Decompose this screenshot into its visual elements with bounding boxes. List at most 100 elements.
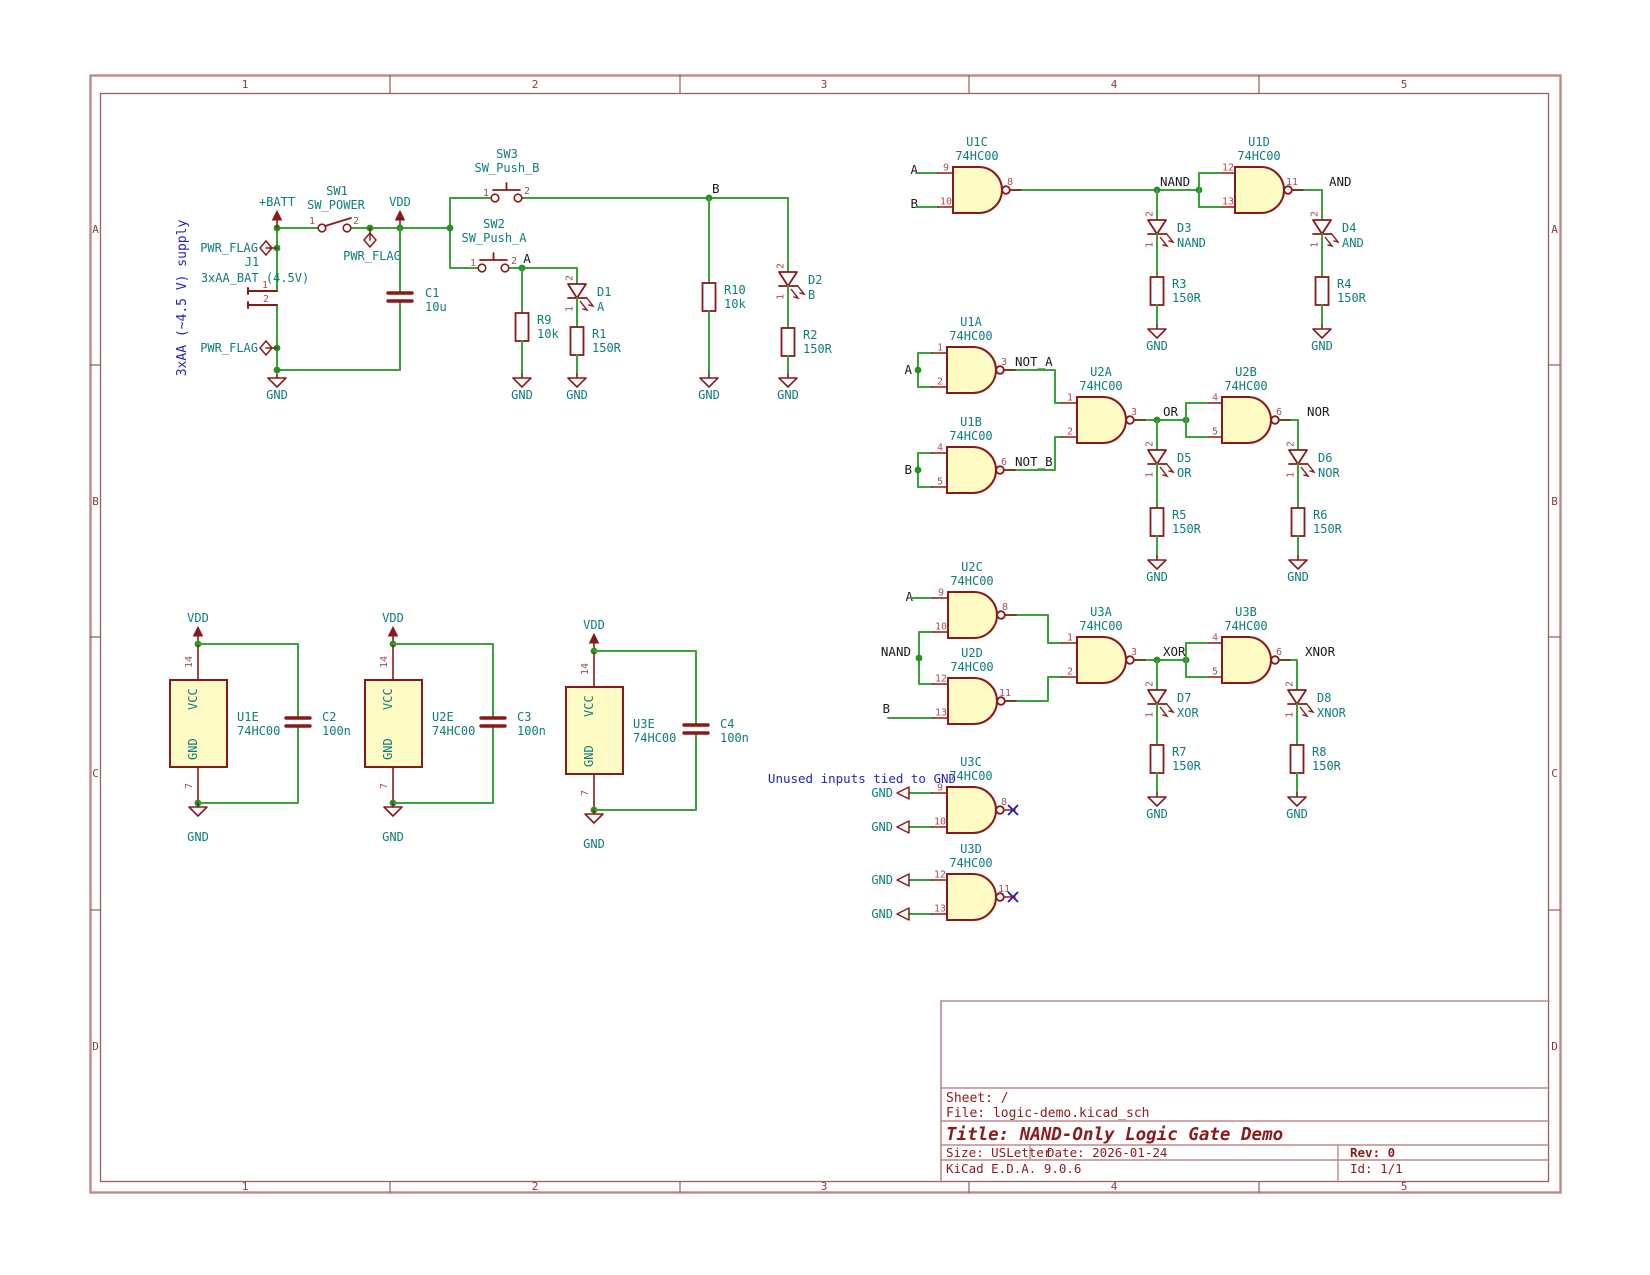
junction-dot [914, 466, 922, 474]
frame-column-label: 3 [821, 1180, 828, 1193]
pwr-flag-2[interactable]: PWR_FLAG [200, 339, 278, 357]
net-label-a[interactable]: A [904, 362, 912, 377]
value-label: 150R [1172, 291, 1202, 305]
net-label-xnor[interactable]: XNOR [1305, 644, 1336, 659]
net-label-a[interactable]: A [910, 162, 918, 177]
net-label-nor[interactable]: NOR [1307, 404, 1330, 419]
value-label: 74HC00 [633, 731, 676, 745]
net-label-and[interactable]: AND [1329, 174, 1352, 189]
pin-number: 2 [353, 216, 359, 227]
switch-pin [513, 193, 523, 203]
ref-label: SW3 [496, 147, 518, 161]
pin-number: 1 [483, 188, 489, 199]
pin-number: 12 [934, 870, 946, 881]
note-unused: Unused inputs tied to GND [768, 771, 956, 786]
net-label-or[interactable]: OR [1163, 404, 1179, 419]
gnd-arrow-symbol [896, 820, 910, 834]
vcc-pin-label: VCC [186, 688, 200, 710]
power-arrow [394, 209, 406, 221]
ref-label: U2D [961, 646, 983, 660]
net-label-b[interactable]: B [904, 462, 912, 477]
resistor-body [1289, 744, 1305, 774]
pin-number: 2 [565, 275, 576, 281]
pin-number: 1 [1067, 633, 1073, 644]
led-emission-arrows [1300, 462, 1316, 478]
net-label-nand[interactable]: NAND [881, 644, 911, 659]
pwr-flag-1[interactable]: PWR_FLAG [200, 239, 278, 257]
led-triangle [567, 283, 587, 299]
gnd-label: GND [187, 830, 209, 844]
value-label: 74HC00 [950, 574, 993, 588]
led-triangle [778, 271, 798, 287]
junction-dot [273, 366, 281, 374]
net-label-a[interactable]: A [905, 589, 913, 604]
net-label-not_b[interactable]: NOT_B [1015, 454, 1053, 469]
nand-gate-body [946, 446, 997, 494]
net-label-b[interactable]: B [910, 196, 918, 211]
frame-column-label: 1 [242, 78, 249, 91]
gnd-label: GND [1146, 570, 1168, 584]
net-label-a[interactable]: A [523, 251, 531, 266]
gnd-symbol [567, 377, 587, 388]
pin-number: 2 [1067, 667, 1073, 678]
ref-label: U1E [237, 710, 259, 724]
pin-number: 2 [776, 263, 787, 269]
value-label: 74HC00 [1224, 619, 1267, 633]
ref-label: D7 [1177, 691, 1191, 705]
switch-pin [342, 223, 352, 233]
gnd-symbol [383, 806, 403, 817]
net-label-xor[interactable]: XOR [1163, 644, 1186, 659]
ref-label: C2 [322, 710, 336, 724]
value-label: 74HC00 [1224, 379, 1267, 393]
net-label-b[interactable]: B [882, 701, 890, 716]
pin-number: 5 [1212, 427, 1218, 438]
titleblock-date: Date: 2026-01-24 [1047, 1145, 1167, 1160]
value-label: 3xAA_BAT (4.5V) [201, 271, 309, 285]
net-label-b[interactable]: B [712, 181, 720, 196]
pwr-flag-3[interactable]: PWR_FLAG [343, 227, 401, 263]
pin-number: 2 [1145, 211, 1156, 217]
gnd-label: GND [698, 388, 720, 402]
power-label: VDD [389, 195, 411, 209]
net-label-not_a[interactable]: NOT_A [1015, 354, 1053, 369]
pin-number: 2 [1285, 681, 1296, 687]
value-label: 74HC00 [237, 724, 280, 738]
net-label-nand[interactable]: NAND [1160, 174, 1190, 189]
ref-label: D3 [1177, 221, 1191, 235]
pin-number: 7 [379, 783, 390, 789]
gnd-label: GND [871, 873, 893, 887]
frame-row-label: D [1551, 1040, 1558, 1053]
pin-number: 11 [998, 884, 1010, 895]
gnd-label: GND [871, 820, 893, 834]
